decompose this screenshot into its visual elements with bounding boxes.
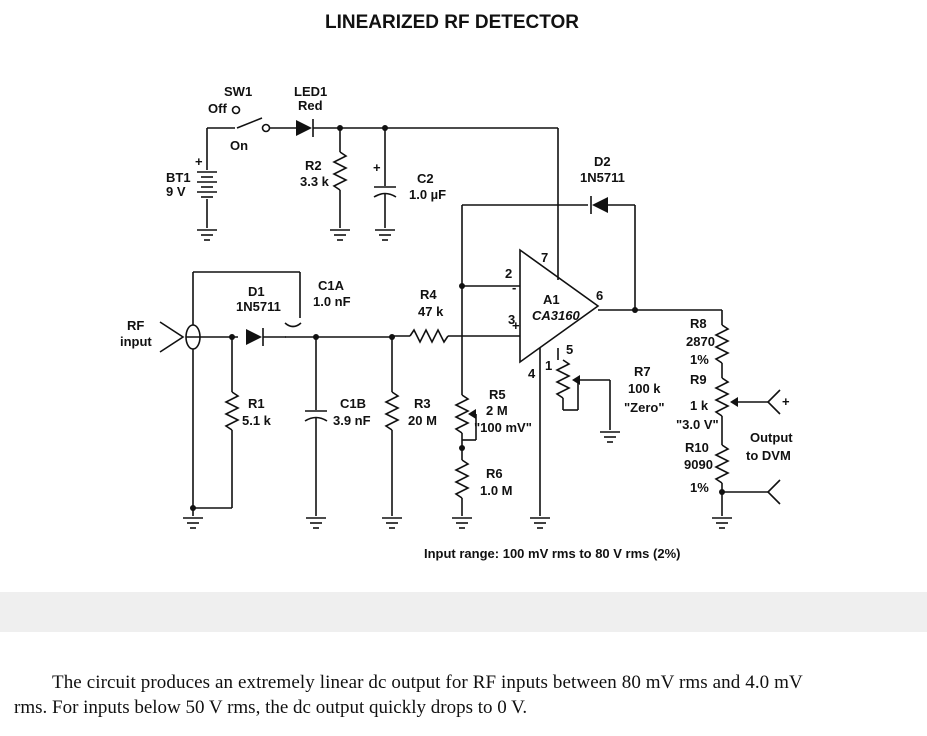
d2-label: D2 bbox=[594, 154, 611, 169]
d1-label: D1 bbox=[248, 284, 265, 299]
r4-value: 47 k bbox=[418, 304, 444, 319]
led1-color: Red bbox=[298, 98, 323, 113]
bt1-label: BT1 bbox=[166, 170, 191, 185]
pin-1: 1 bbox=[545, 358, 552, 373]
r6-label: R6 bbox=[486, 466, 503, 481]
sw1-off-label: Off bbox=[208, 101, 227, 116]
resistor-r4 bbox=[392, 328, 520, 344]
pin-7: 7 bbox=[541, 250, 548, 265]
switch-sw1 bbox=[207, 105, 271, 133]
a1-label: A1 bbox=[543, 292, 560, 307]
resistor-r1 bbox=[183, 337, 240, 529]
r5-note: "100 mV" bbox=[474, 420, 532, 435]
c1b-value: 3.9 nF bbox=[333, 413, 371, 428]
battery-bt1: + bbox=[195, 128, 217, 228]
r10-value: 9090 bbox=[684, 457, 713, 472]
sw1-on-label: On bbox=[230, 138, 248, 153]
svg-text:+: + bbox=[782, 394, 790, 409]
resistor-r2 bbox=[330, 128, 350, 241]
potentiometer-r5 bbox=[454, 394, 477, 451]
r6-value: 1.0 M bbox=[480, 483, 513, 498]
r10-tolerance: 1% bbox=[690, 480, 709, 495]
r3-value: 20 M bbox=[408, 413, 437, 428]
r7-value: 100 k bbox=[628, 381, 661, 396]
caption-area bbox=[0, 632, 927, 736]
resistor-r10 bbox=[712, 444, 781, 529]
ground-opamp bbox=[530, 348, 550, 529]
r10-label: R10 bbox=[685, 440, 709, 455]
r8-label: R8 bbox=[690, 316, 707, 331]
c1a-value: 1.0 nF bbox=[313, 294, 351, 309]
led1 bbox=[270, 119, 558, 137]
caption-line-2: rms. For inputs below 50 V rms, the dc o… bbox=[14, 697, 528, 718]
separator-band bbox=[0, 592, 927, 632]
pin-2: 2 bbox=[505, 266, 512, 281]
r5-label: R5 bbox=[489, 387, 506, 402]
sw1-label: SW1 bbox=[224, 84, 252, 99]
c2-value: 1.0 µF bbox=[409, 187, 446, 202]
svg-text:-: - bbox=[512, 280, 516, 295]
capacitor-c1a bbox=[284, 322, 392, 338]
pin-5: 5 bbox=[566, 342, 573, 357]
r9-note: "3.0 V" bbox=[676, 417, 719, 432]
rf-input-label: RF bbox=[127, 318, 144, 333]
rf-input-label-2: input bbox=[120, 334, 152, 349]
svg-text:+: + bbox=[512, 318, 520, 333]
r2-label: R2 bbox=[305, 158, 322, 173]
circuit-diagram: LINEARIZED RF DETECTOR + BT1 9 V SW1 Off… bbox=[120, 12, 793, 561]
r9-value: 1 k bbox=[690, 398, 709, 413]
r4-label: R4 bbox=[420, 287, 437, 302]
resistor-r3 bbox=[382, 337, 402, 529]
bt1-value: 9 V bbox=[166, 184, 186, 199]
caption-line-1: The circuit produces an extremely linear… bbox=[52, 672, 803, 693]
capacitor-c1b bbox=[304, 337, 328, 529]
diode-d1 bbox=[246, 328, 286, 346]
r8-value: 2870 bbox=[686, 334, 715, 349]
rf-input-connector bbox=[159, 321, 238, 353]
led1-label: LED1 bbox=[294, 84, 327, 99]
r9-label: R9 bbox=[690, 372, 707, 387]
c1b-label: C1B bbox=[340, 396, 366, 411]
d1-value: 1N5711 bbox=[236, 299, 281, 314]
diagram-title: LINEARIZED RF DETECTOR bbox=[325, 12, 579, 33]
resistor-r8 bbox=[714, 310, 730, 378]
potentiometer-r9 bbox=[714, 377, 781, 445]
opamp-a1: - + bbox=[512, 248, 600, 364]
r5-value: 2 M bbox=[486, 403, 508, 418]
r7-label: R7 bbox=[634, 364, 651, 379]
svg-text:+: + bbox=[195, 154, 203, 169]
r1-label: R1 bbox=[248, 396, 265, 411]
schematic: LINEARIZED RF DETECTOR + BT1 9 V SW1 Off… bbox=[120, 12, 793, 561]
d2-value: 1N5711 bbox=[580, 170, 625, 185]
r2-value: 3.3 k bbox=[300, 174, 330, 189]
r7-note: "Zero" bbox=[624, 400, 665, 415]
input-range-note: Input range: 100 mV rms to 80 V rms (2%) bbox=[424, 546, 680, 561]
pin-6: 6 bbox=[596, 288, 603, 303]
r8-tolerance: 1% bbox=[690, 352, 709, 367]
r3-label: R3 bbox=[414, 396, 431, 411]
diode-d2 bbox=[461, 196, 636, 310]
output-label: Output bbox=[750, 430, 793, 445]
capacitor-c2: + bbox=[373, 128, 397, 241]
pin-3: 3 bbox=[508, 312, 515, 327]
output-label-2: to DVM bbox=[746, 448, 791, 463]
potentiometer-r7 bbox=[555, 348, 620, 443]
svg-text:+: + bbox=[373, 160, 381, 175]
a1-part: CA3160 bbox=[532, 308, 580, 323]
c2-label: C2 bbox=[417, 171, 434, 186]
r1-value: 5.1 k bbox=[242, 413, 272, 428]
c1a-label: C1A bbox=[318, 278, 345, 293]
ground-battery bbox=[197, 229, 217, 241]
resistor-r6 bbox=[452, 448, 472, 529]
pin-4: 4 bbox=[528, 366, 536, 381]
